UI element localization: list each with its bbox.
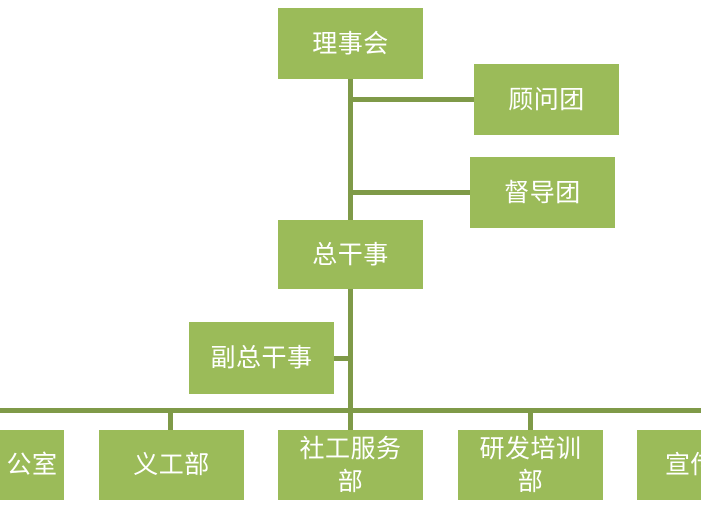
node-supervision: 督导团	[470, 157, 615, 228]
node-advisory-label: 顾问团	[508, 84, 585, 114]
connector-supervision	[348, 190, 470, 195]
node-publicity: 宣传	[637, 430, 701, 500]
node-volunteer-label: 义工部	[133, 450, 210, 479]
node-deputy-label: 副总干事	[210, 343, 313, 372]
connector-research	[528, 408, 533, 430]
connector-deputy	[334, 356, 350, 361]
connector-director-departments	[348, 289, 353, 430]
connector-volunteer	[168, 408, 173, 430]
node-director: 总干事	[278, 220, 423, 289]
node-social-work-label: 社工服务部	[299, 434, 402, 496]
node-research: 研发培训部	[458, 430, 603, 500]
connector-departments-bar	[0, 408, 701, 413]
node-board: 理事会	[278, 8, 423, 79]
node-publicity-label: 宣传	[665, 450, 701, 479]
node-advisory: 顾问团	[474, 64, 619, 135]
node-office: 公室	[0, 430, 64, 500]
node-research-label: 研发培训部	[479, 434, 582, 496]
node-deputy: 副总干事	[189, 322, 334, 394]
node-director-label: 总干事	[312, 239, 389, 269]
connector-advisory	[348, 97, 474, 102]
node-volunteer: 义工部	[99, 430, 244, 500]
node-board-label: 理事会	[312, 28, 389, 58]
node-supervision-label: 督导团	[504, 177, 581, 207]
connector-board-director	[348, 79, 353, 220]
node-social-work: 社工服务部	[278, 430, 423, 500]
node-office-label: 公室	[6, 450, 58, 479]
